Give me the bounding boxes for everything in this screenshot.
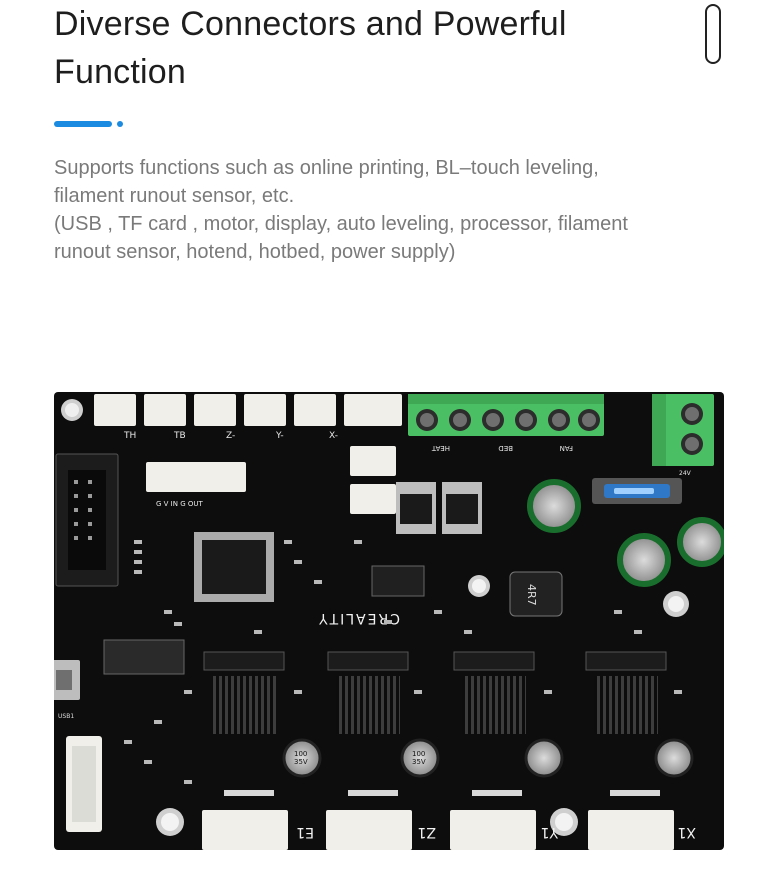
fuse [592, 478, 682, 504]
driver-capacitors [282, 738, 694, 778]
svg-text:X-: X- [329, 431, 338, 441]
svg-text:Y-: Y- [275, 431, 284, 441]
power-terminal-block [408, 394, 604, 436]
description-line-4: runout sensor, hotend, hotbed, power sup… [54, 241, 456, 263]
svg-text:TH: TH [123, 431, 136, 441]
svg-text:24V: 24V [679, 470, 692, 477]
svg-text:Z1: Z1 [418, 824, 437, 840]
driver-chip [371, 565, 425, 597]
brand-text: CREALITY [317, 610, 400, 626]
top-connectors [94, 394, 402, 426]
svg-text:E1: E1 [296, 824, 314, 840]
feature-description: Supports functions such as online printi… [54, 154, 734, 266]
svg-text:Y1: Y1 [541, 824, 559, 840]
page-title-line-2: Function [54, 53, 187, 91]
description-line-2: filament runout sensor, etc. [54, 185, 295, 207]
svg-text:X1: X1 [678, 824, 697, 840]
svg-text:100: 100 [412, 750, 425, 758]
mcu-chip [194, 532, 274, 602]
inductor [509, 571, 563, 617]
page-title: Diverse Connectors and Powerful Function [54, 0, 674, 96]
display-header-connector [55, 453, 119, 587]
title-underline-accent [54, 120, 123, 127]
input-power-terminal: 24V [652, 394, 714, 477]
mainboard-photo: TH TB Z- Y- X- HEAT BED FAN 24V [54, 390, 724, 852]
svg-text:35V: 35V [294, 758, 308, 766]
page-title-line-1: Diverse Connectors and Powerful [54, 5, 567, 43]
bl-touch-connector [146, 462, 246, 492]
scroll-indicator-icon [705, 4, 721, 64]
svg-text:BED: BED [498, 444, 513, 452]
stepper-heatsinks [212, 676, 658, 734]
motor-connectors [202, 810, 674, 850]
mosfet-pair [396, 482, 482, 534]
svg-text:G V IN G OUT: G V IN G OUT [156, 500, 203, 508]
svg-text:USB1: USB1 [58, 713, 74, 720]
svg-text:FAN: FAN [560, 444, 573, 452]
svg-text:HEAT: HEAT [431, 444, 450, 452]
accent-dot [117, 120, 123, 127]
svg-text:4R7: 4R7 [525, 584, 538, 606]
svg-text:Z-: Z- [226, 431, 235, 441]
svg-text:100: 100 [294, 750, 307, 758]
accent-bar [54, 120, 112, 127]
description-line-3: (USB , TF card , motor, display, auto le… [54, 213, 628, 235]
svg-text:35V: 35V [412, 758, 426, 766]
electrolytic-capacitors [527, 479, 724, 587]
svg-text:TB: TB [173, 431, 186, 441]
description-line-1: Supports functions such as online printi… [54, 157, 599, 179]
